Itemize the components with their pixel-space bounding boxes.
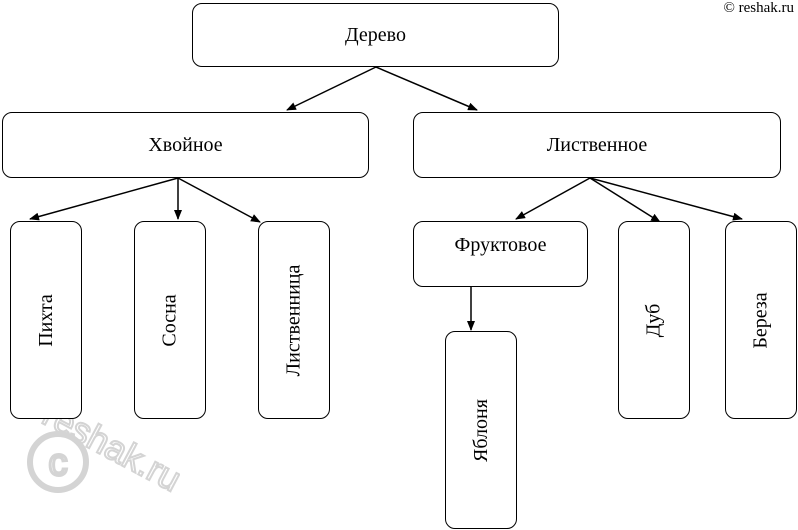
node-fir: Пихта [10, 221, 82, 419]
node-pine: Сосна [134, 221, 206, 419]
node-tree-label: Дерево [345, 23, 406, 46]
node-oak-label: Дуб [642, 303, 665, 337]
node-birch: Береза [725, 221, 797, 419]
edge-coniferous-larch [177, 177, 261, 223]
node-tree: Дерево [192, 3, 559, 67]
edge-deciduous-oak [589, 177, 661, 223]
node-oak: Дуб [618, 221, 690, 419]
edge-tree-deciduous [375, 66, 478, 111]
node-deciduous-label: Лиственное [546, 133, 648, 156]
edge-deciduous-birch [589, 177, 743, 221]
node-coniferous: Хвойное [2, 112, 369, 178]
node-deciduous: Лиственное [413, 112, 781, 178]
node-fruit-label: Фруктовое [454, 234, 547, 256]
edge-tree-coniferous [286, 66, 377, 111]
node-apple: Яблоня [445, 331, 517, 529]
copyright-text: © reshak.ru [723, 0, 794, 16]
node-birch-label: Береза [749, 291, 772, 349]
node-larch: Лиственница [258, 221, 330, 419]
node-larch-label: Лиственница [282, 264, 305, 376]
node-fir-label: Пихта [34, 293, 57, 347]
edge-coniferous-fir [29, 177, 179, 221]
edge-deciduous-fruit [515, 177, 591, 220]
node-fruit: Фруктовое [413, 221, 588, 287]
node-pine-label: Сосна [158, 293, 181, 347]
node-apple-label: Яблоня [469, 398, 492, 462]
node-coniferous-label: Хвойное [148, 133, 223, 156]
svg-text:c: c [49, 442, 68, 484]
